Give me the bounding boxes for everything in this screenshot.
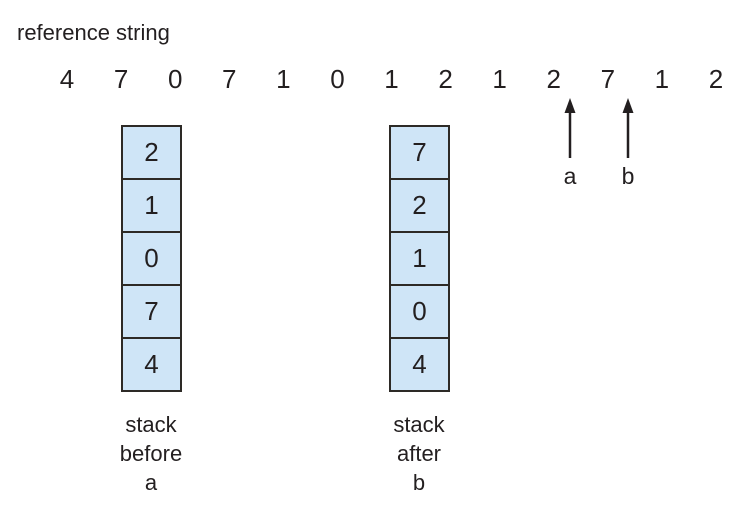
stack-cell: 0 bbox=[391, 286, 448, 339]
reference-digit: 1 bbox=[654, 64, 670, 94]
stack-cell: 1 bbox=[391, 233, 448, 286]
reference-digit: 1 bbox=[276, 64, 291, 94]
stack-cell: 2 bbox=[391, 180, 448, 233]
stack-before-caption: stack before a bbox=[81, 410, 221, 497]
reference-digit: 4 bbox=[59, 64, 75, 94]
reference-digit: 7 bbox=[113, 64, 129, 94]
reference-digit: 7 bbox=[600, 64, 616, 94]
caption-line: after bbox=[396, 441, 442, 466]
reference-string-label: reference string bbox=[17, 20, 170, 45]
caption-line: a bbox=[144, 470, 158, 495]
arrow-b bbox=[620, 98, 636, 160]
caption-line: stack bbox=[393, 412, 445, 437]
reference-digit: 7 bbox=[222, 64, 237, 94]
up-arrow-icon bbox=[622, 98, 634, 158]
reference-digit: 1 bbox=[384, 64, 399, 94]
caption-line: stack bbox=[125, 412, 177, 437]
stack-cell: 2 bbox=[123, 127, 180, 180]
stack-cell: 4 bbox=[391, 339, 448, 390]
stack-after-caption: stack after b bbox=[349, 410, 489, 497]
arrow-a bbox=[562, 98, 578, 160]
arrow-a-label: a bbox=[563, 163, 577, 189]
arrow-b-label: b bbox=[621, 163, 635, 189]
stack-cell: 7 bbox=[123, 286, 180, 339]
caption-line: b bbox=[412, 470, 426, 495]
reference-digit: 0 bbox=[330, 64, 345, 94]
reference-digit: 2 bbox=[708, 64, 724, 94]
reference-digit: 0 bbox=[167, 64, 183, 94]
reference-digit: 1 bbox=[492, 64, 507, 94]
stack-cell: 4 bbox=[123, 339, 180, 390]
stack-cell: 7 bbox=[391, 127, 448, 180]
stack-cell: 0 bbox=[123, 233, 180, 286]
reference-digit: 2 bbox=[546, 64, 561, 94]
reference-digit: 2 bbox=[438, 64, 453, 94]
stack-cell: 1 bbox=[123, 180, 180, 233]
up-arrow-icon bbox=[564, 98, 576, 158]
caption-line: before bbox=[119, 441, 183, 466]
